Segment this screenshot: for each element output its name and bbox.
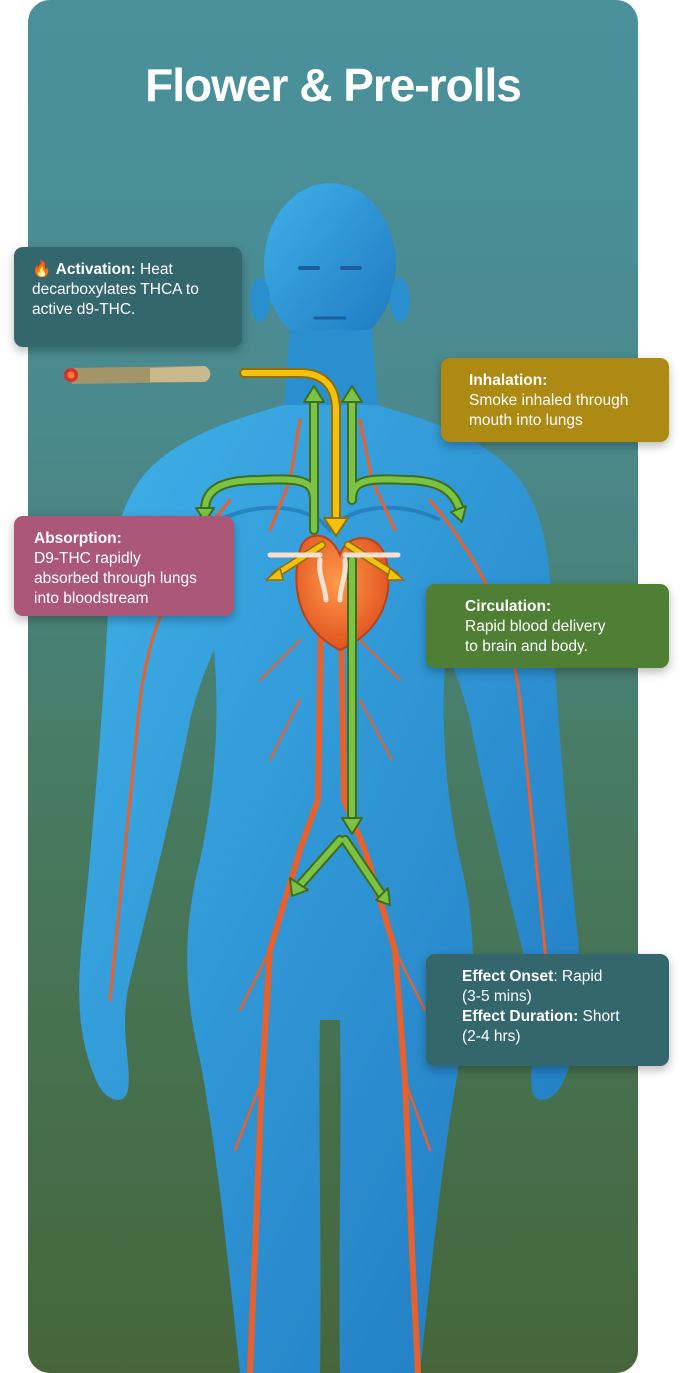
absorption-text: absorbed through lungs xyxy=(34,570,197,587)
effect-duration-value: Short xyxy=(578,1008,620,1025)
effect-onset-value: (3-5 mins) xyxy=(462,988,532,1005)
activation-label: Activation: xyxy=(55,261,136,278)
effect-duration-label: Effect Duration: xyxy=(462,1008,579,1025)
effect-onset-label: Effect Onset xyxy=(462,968,554,985)
absorption-text: D9-THC rapidly xyxy=(34,550,141,567)
activation-text: Heat xyxy=(135,261,173,278)
absorption-text: into bloodstream xyxy=(34,590,149,607)
effect-onset-value: : Rapid xyxy=(553,968,603,985)
fire-icon: 🔥 xyxy=(32,261,52,278)
activation-callout: 🔥 Activation: Heat decarboxylates THCA t… xyxy=(14,247,242,347)
circulation-text: to brain and body. xyxy=(465,638,588,655)
effect-callout: Effect Onset: Rapid (3-5 mins) Effect Du… xyxy=(426,954,669,1066)
effect-duration-value: (2-4 hrs) xyxy=(462,1028,521,1045)
absorption-callout: Absorption: D9-THC rapidly absorbed thro… xyxy=(14,516,234,616)
lung-branch-arrows xyxy=(267,552,401,603)
inhalation-label: Inhalation: xyxy=(469,372,548,389)
page-title: Flower & Pre-rolls xyxy=(145,59,522,111)
absorption-label: Absorption: xyxy=(34,530,122,547)
inhalation-text: Smoke inhaled through xyxy=(469,392,629,409)
circulation-callout: Circulation: Rapid blood delivery to bra… xyxy=(426,584,669,668)
circulation-text: Rapid blood delivery xyxy=(465,618,606,635)
circulation-arrows xyxy=(195,385,467,906)
inhalation-text: mouth into lungs xyxy=(469,412,583,429)
inhalation-arrow xyxy=(239,368,405,581)
inhalation-callout: Inhalation: Smoke inhaled through mouth … xyxy=(441,358,669,442)
activation-text: decarboxylates THCA to xyxy=(32,281,199,298)
activation-text: active d9-THC. xyxy=(32,301,136,318)
circulation-label: Circulation: xyxy=(465,598,552,615)
pre-roll-icon xyxy=(64,366,211,384)
